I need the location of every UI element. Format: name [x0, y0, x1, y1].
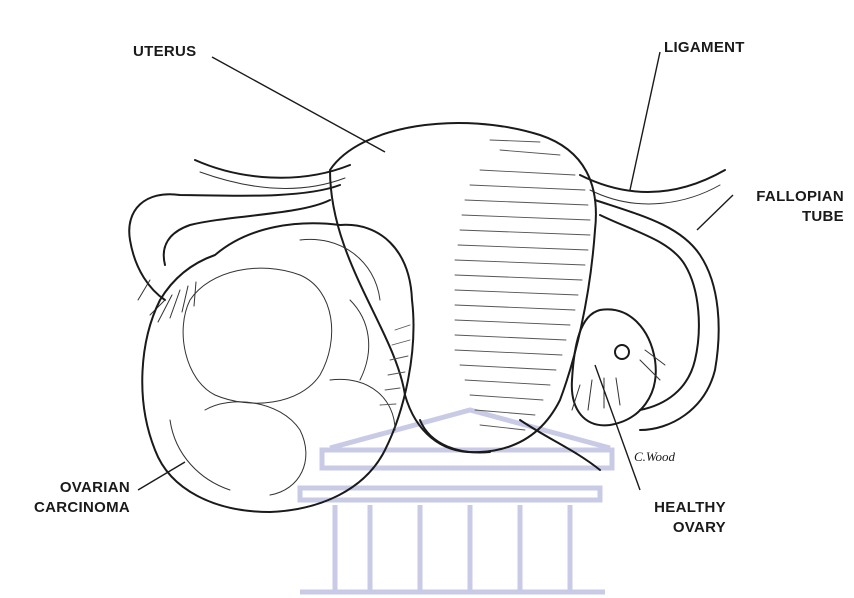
- right-fallopian-tube: [595, 200, 719, 430]
- fallopian-tube-leader: [697, 195, 733, 230]
- healthy-ovary-label: HEALTHY OVARY: [630, 498, 726, 538]
- healthy-ovary-label-line1: HEALTHY: [630, 498, 726, 518]
- ligament-leader: [630, 52, 660, 190]
- ligament-label-text: LIGAMENT: [664, 38, 745, 58]
- fallopian-tube-label-line1: FALLOPIAN: [730, 187, 844, 207]
- uterus-label: UTERUS: [133, 42, 196, 62]
- ligament-band: [195, 160, 725, 204]
- ovarian-carcinoma-label: OVARIAN CARCINOMA: [20, 478, 130, 518]
- uterus-shape: [330, 123, 600, 470]
- uterus-label-text: UTERUS: [133, 42, 196, 62]
- uterus-leader: [212, 57, 385, 152]
- leader-lines: [138, 52, 733, 490]
- ovarian-carcinoma-label-line1: OVARIAN: [20, 478, 130, 498]
- ovarian-carcinoma-leader: [138, 462, 185, 490]
- healthy-ovary-label-line2: OVARY: [630, 518, 726, 538]
- watermark-logo: [300, 410, 612, 592]
- ovarian-carcinoma-label-line2: CARCINOMA: [20, 498, 130, 518]
- ovarian-carcinoma-mass: [142, 223, 413, 512]
- fallopian-tube-label: FALLOPIAN TUBE: [730, 187, 844, 227]
- fallopian-tube-label-line2: TUBE: [730, 207, 844, 227]
- left-fallopian-tube: [129, 185, 340, 322]
- healthy-ovary-leader: [595, 365, 640, 490]
- ligament-label: LIGAMENT: [664, 38, 745, 58]
- artist-signature: C.Wood: [634, 449, 676, 464]
